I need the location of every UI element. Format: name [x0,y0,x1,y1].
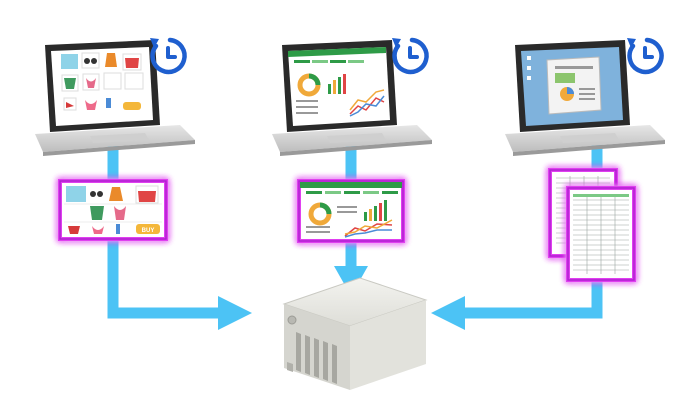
shopping-catalog-screen [61,52,144,111]
arrow-left-head [218,296,252,330]
server-icon [282,277,428,390]
snapshot-shop: BUY [58,179,168,241]
spreadsheet-pages [548,168,636,282]
analytics-dashboard-screen [288,47,386,117]
arrow-right-head [431,296,465,330]
desktop-document-screen [527,56,602,115]
analytics-dashboard-thumbnail [300,182,402,238]
laptop-dashboard [272,40,432,156]
snapshot-dashboard [297,179,405,243]
buy-button-label: BUY [142,228,155,234]
clock-refresh-icon [392,38,427,72]
snapshot-spreadsheets [548,168,636,282]
laptop-desktop [505,40,665,156]
laptop-shop [35,40,195,156]
clock-refresh-icon [627,38,662,72]
shopping-catalog-thumbnail: BUY [64,185,162,234]
